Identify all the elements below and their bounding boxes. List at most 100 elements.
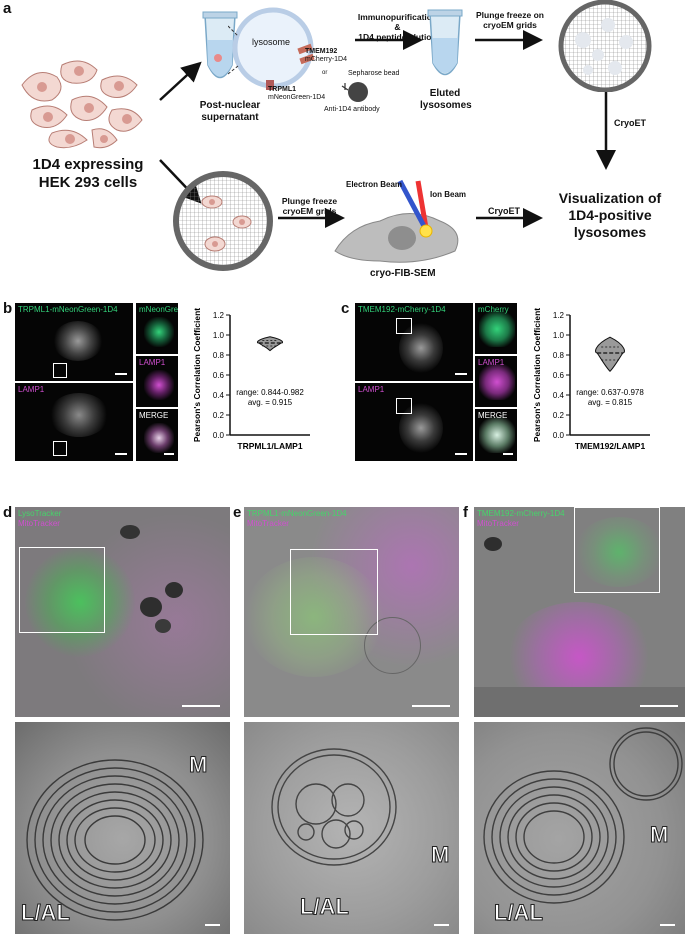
- avg-annotation: avg. = 0.815: [588, 398, 633, 407]
- panel-label-b: b: [3, 300, 13, 317]
- y-axis-label: Pearson's Correlation Coefficient: [532, 308, 542, 442]
- b-small-2-image: LAMP1: [136, 356, 178, 407]
- violin-shape: [256, 336, 284, 352]
- plunge2-label: Plunge freeze cryoEM grids: [281, 196, 338, 216]
- e-label-1: TRPML1-mNeonGreen-1D4: [247, 509, 347, 518]
- electron-beam-label: Electron Beam: [346, 180, 403, 189]
- sepharose-label: Sepharose bead: [348, 70, 400, 77]
- c-roi-box-2: [396, 398, 412, 414]
- y-tick-label: 0.2: [553, 411, 565, 420]
- y-tick-label: 0.6: [553, 371, 565, 380]
- panel-label-e: e: [233, 504, 242, 521]
- c-small-1-image: mCherry: [475, 303, 517, 354]
- or-label: or: [322, 70, 328, 76]
- y-tick-label: 0.2: [213, 411, 225, 420]
- tmem192-label: TMEM192: [305, 48, 338, 55]
- range-annotation: range: 0.844-0.982: [236, 388, 304, 397]
- post-nuclear-label: Post-nuclear supernatant: [199, 100, 261, 123]
- d-label-1: LysoTracker: [18, 509, 62, 518]
- f-multilamellar-rings: [483, 727, 683, 904]
- cryoet2-label: CryoET: [488, 206, 521, 216]
- b-small-1-label: mNeonGreen: [139, 305, 178, 314]
- e-roi-box: [290, 549, 378, 635]
- d-multilamellar-rings: [26, 759, 204, 921]
- x-category-label: TMEM192/LAMP1: [575, 441, 646, 451]
- c-main-bottom-label: LAMP1: [358, 385, 385, 394]
- f-label-2: MitoTracker: [477, 519, 519, 528]
- b-small-1-image: mNeonGreen: [136, 303, 178, 354]
- visualization-label: Visualization of 1D4-positive lysosomes: [558, 190, 662, 240]
- sepharose-bead-icon: [341, 82, 368, 102]
- e-vesicle-rings: [271, 748, 397, 866]
- d-overlay-image: LysoTracker MitoTracker: [15, 507, 230, 717]
- ion-beam-label: Ion Beam: [430, 190, 467, 199]
- c-small-3-label: MERGE: [478, 411, 508, 420]
- d-roi-box: [19, 547, 105, 633]
- lysosome-icon: [228, 7, 315, 90]
- d-em-scale-bar: [205, 924, 220, 926]
- y-tick-label: 0.8: [553, 351, 565, 360]
- e-scale-bar: [412, 705, 450, 707]
- d-scale-bar: [182, 705, 220, 707]
- d-em-image: M L/AL: [15, 722, 230, 934]
- eluted-label: Eluted lysosomes: [420, 88, 472, 111]
- y-tick-label: 0.6: [213, 371, 225, 380]
- y-tick-label: 0.4: [213, 391, 225, 400]
- cryoet1-label: CryoET: [614, 118, 647, 128]
- f-em-scale-bar: [660, 924, 675, 926]
- mneon-label: mNeonGreen-1D4: [268, 94, 326, 101]
- c-small-3-image: MERGE: [475, 409, 517, 461]
- hek-cells-illustration: [21, 60, 143, 149]
- c-main-top-image: TMEM192-mCherry-1D4: [355, 303, 473, 381]
- c-small-2-image: LAMP1: [475, 356, 517, 407]
- b-scale-bar: [115, 373, 127, 375]
- c-main-top-label: TMEM192-mCherry-1D4: [358, 305, 446, 314]
- b-small-3-image: MERGE: [136, 409, 178, 461]
- y-tick-label: 0.0: [213, 431, 225, 440]
- immuno-label: Immunopurification & 1D4 peptide elution: [357, 12, 438, 42]
- panel-label-d: d: [3, 504, 13, 521]
- b-main-top-image: TRPML1-mNeonGreen-1D4: [15, 303, 133, 381]
- e-em-scale-bar: [434, 924, 449, 926]
- b-scale-bar-2: [115, 453, 127, 455]
- anti1d4-label: Anti-1D4 antibody: [324, 106, 380, 113]
- c-scale-bar: [455, 373, 467, 375]
- panel-label-c: c: [341, 300, 350, 317]
- b-small-scale-bar: [164, 453, 174, 455]
- b-roi-box-2: [53, 441, 67, 456]
- f-lal-label: L/AL: [494, 900, 544, 926]
- y-tick-label: 1.2: [553, 311, 565, 320]
- e-lal-label: L/AL: [300, 894, 350, 920]
- c-small-2-label: LAMP1: [478, 358, 505, 367]
- c-scale-bar-2: [455, 453, 467, 455]
- d-mito-label: M: [188, 752, 208, 778]
- y-tick-label: 0.0: [553, 431, 565, 440]
- tube-icon: [202, 11, 238, 79]
- violin-shape: [595, 336, 625, 373]
- x-category-label: TRPML1/LAMP1: [237, 441, 302, 451]
- c-roi-box: [396, 318, 412, 334]
- cells-label: 1D4 expressing HEK 293 cells: [32, 156, 144, 191]
- b-roi-box: [53, 363, 67, 378]
- fibsem-label: cryo-FIB-SEM: [370, 268, 436, 279]
- f-overlay-image: TMEM192-mCherry-1D4 MitoTracker: [474, 507, 685, 717]
- panel-label-f: f: [463, 504, 468, 521]
- b-small-2-label: LAMP1: [139, 358, 166, 367]
- cryoem-grid-cells-icon: [173, 171, 273, 271]
- e-overlay-image: TRPML1-mNeonGreen-1D4 MitoTracker: [244, 507, 459, 717]
- fibsem-cell-illustration: [334, 179, 459, 263]
- y-tick-label: 0.8: [213, 351, 225, 360]
- mcherry-label: mCherry-1D4: [305, 56, 348, 63]
- plunge1-label: Plunge freeze on cryoEM grids: [475, 10, 544, 30]
- d-lal-label: L/AL: [21, 900, 71, 926]
- cryoem-grid-icon: [558, 0, 652, 92]
- e-mito-label: M: [430, 842, 450, 868]
- range-annotation: range: 0.637-0.978: [576, 388, 644, 397]
- eluted-tube-icon: [427, 9, 463, 76]
- b-small-3-label: MERGE: [139, 411, 169, 420]
- y-axis-label: Pearson's Correlation Coefficient: [192, 308, 202, 442]
- panel-label-a: a: [3, 0, 12, 17]
- lysosome-label: lysosome: [252, 37, 291, 47]
